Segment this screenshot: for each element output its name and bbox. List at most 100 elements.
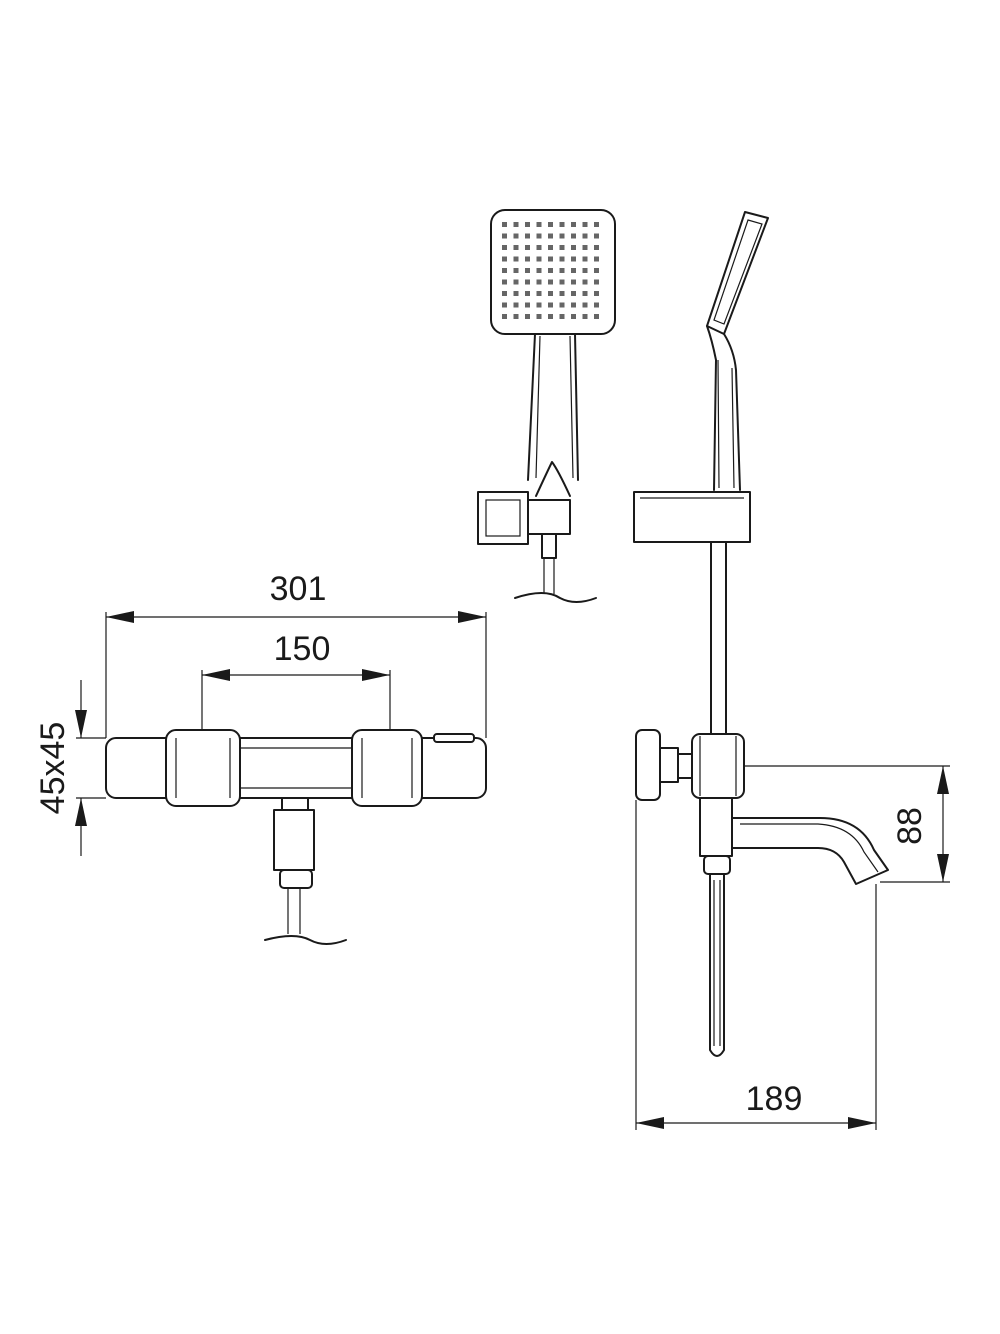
- nozzle: [525, 245, 530, 250]
- nozzle: [502, 268, 507, 273]
- nozzle: [594, 279, 599, 285]
- nozzle: [571, 279, 576, 285]
- nozzle: [548, 245, 553, 250]
- nozzle: [513, 314, 519, 319]
- nozzle: [502, 245, 507, 250]
- nozzle: [525, 279, 530, 285]
- nozzle: [548, 222, 553, 227]
- break-line: [264, 935, 347, 945]
- nozzle: [594, 291, 599, 296]
- arrowhead: [937, 854, 949, 882]
- nozzle: [502, 302, 507, 308]
- nozzle: [548, 268, 553, 273]
- dimension-189: 189: [635, 800, 877, 1130]
- hand-shower-front-view: [477, 209, 616, 603]
- nozzle: [559, 268, 565, 273]
- wall-flange: [635, 729, 661, 801]
- nozzle: [525, 314, 530, 319]
- nozzle: [548, 302, 553, 308]
- nozzle: [559, 256, 565, 262]
- nozzle: [536, 268, 542, 273]
- nozzle: [582, 222, 588, 227]
- nozzle: [571, 302, 576, 308]
- nozzle: [536, 233, 542, 239]
- nozzle: [502, 291, 507, 296]
- arrowhead: [75, 798, 87, 826]
- nozzle: [582, 291, 588, 296]
- nozzle: [582, 268, 588, 273]
- nozzle: [582, 233, 588, 239]
- nozzle: [594, 268, 599, 273]
- nozzle: [571, 233, 576, 239]
- nozzle: [571, 245, 576, 250]
- dimension-label-301: 301: [270, 570, 327, 608]
- nozzle: [502, 256, 507, 262]
- nozzle: [582, 279, 588, 285]
- arrowhead: [75, 710, 87, 738]
- nozzle: [548, 279, 553, 285]
- nozzle: [548, 314, 553, 319]
- dimension-label-88: 88: [891, 807, 929, 845]
- dimension-88: 88: [744, 765, 950, 883]
- break-line: [514, 592, 597, 603]
- nozzle: [548, 256, 553, 262]
- nozzle: [513, 256, 519, 262]
- nozzle: [536, 256, 542, 262]
- hand-shower-side-view: [633, 211, 769, 736]
- shower-handle: [527, 333, 579, 481]
- nozzle: [536, 245, 542, 250]
- nozzle: [559, 279, 565, 285]
- nozzle: [548, 291, 553, 296]
- nozzle: [582, 256, 588, 262]
- hose-side: [706, 325, 741, 491]
- nozzle: [559, 233, 565, 239]
- nozzle: [502, 233, 507, 239]
- nozzle: [525, 222, 530, 227]
- mixer-front-view: [105, 729, 487, 945]
- lower-outlet: [709, 873, 725, 1057]
- dimension-45x45: 45x45: [34, 680, 106, 856]
- nozzle: [594, 314, 599, 319]
- outlet-front: [273, 809, 315, 871]
- nozzle: [594, 256, 599, 262]
- arrowhead: [848, 1117, 876, 1129]
- diverter-body: [699, 797, 733, 857]
- nozzle: [502, 314, 507, 319]
- nozzle: [536, 314, 542, 319]
- nozzle: [559, 245, 565, 250]
- nozzle: [582, 314, 588, 319]
- dimension-label-189: 189: [746, 1080, 803, 1118]
- nozzle: [559, 314, 565, 319]
- nozzle: [536, 279, 542, 285]
- nozzle: [536, 222, 542, 227]
- nozzle: [582, 245, 588, 250]
- nozzle: [513, 245, 519, 250]
- left-connection-nut: [165, 729, 241, 807]
- mixer-side-view: [635, 729, 889, 1057]
- dimension-150: 150: [201, 630, 391, 730]
- nozzle: [502, 279, 507, 285]
- nozzle: [513, 268, 519, 273]
- nozzle: [559, 302, 565, 308]
- arrowhead: [362, 669, 390, 681]
- nozzle: [513, 279, 519, 285]
- nozzle: [525, 268, 530, 273]
- nozzle: [582, 302, 588, 308]
- arrowhead: [106, 611, 134, 623]
- nozzle: [525, 302, 530, 308]
- arrowhead: [636, 1117, 664, 1129]
- bath-spout: [731, 817, 889, 885]
- nozzle: [502, 222, 507, 227]
- nozzle: [571, 222, 576, 227]
- arrowhead: [937, 766, 949, 794]
- dimension-label-45x45: 45x45: [34, 722, 72, 815]
- nozzle: [513, 302, 519, 308]
- nozzle: [571, 268, 576, 273]
- nozzle: [513, 233, 519, 239]
- mixer-body-front: [105, 737, 487, 799]
- nozzle: [559, 222, 565, 227]
- nozzle: [513, 222, 519, 227]
- nozzle: [513, 291, 519, 296]
- shower-nozzle-grid: [502, 222, 599, 319]
